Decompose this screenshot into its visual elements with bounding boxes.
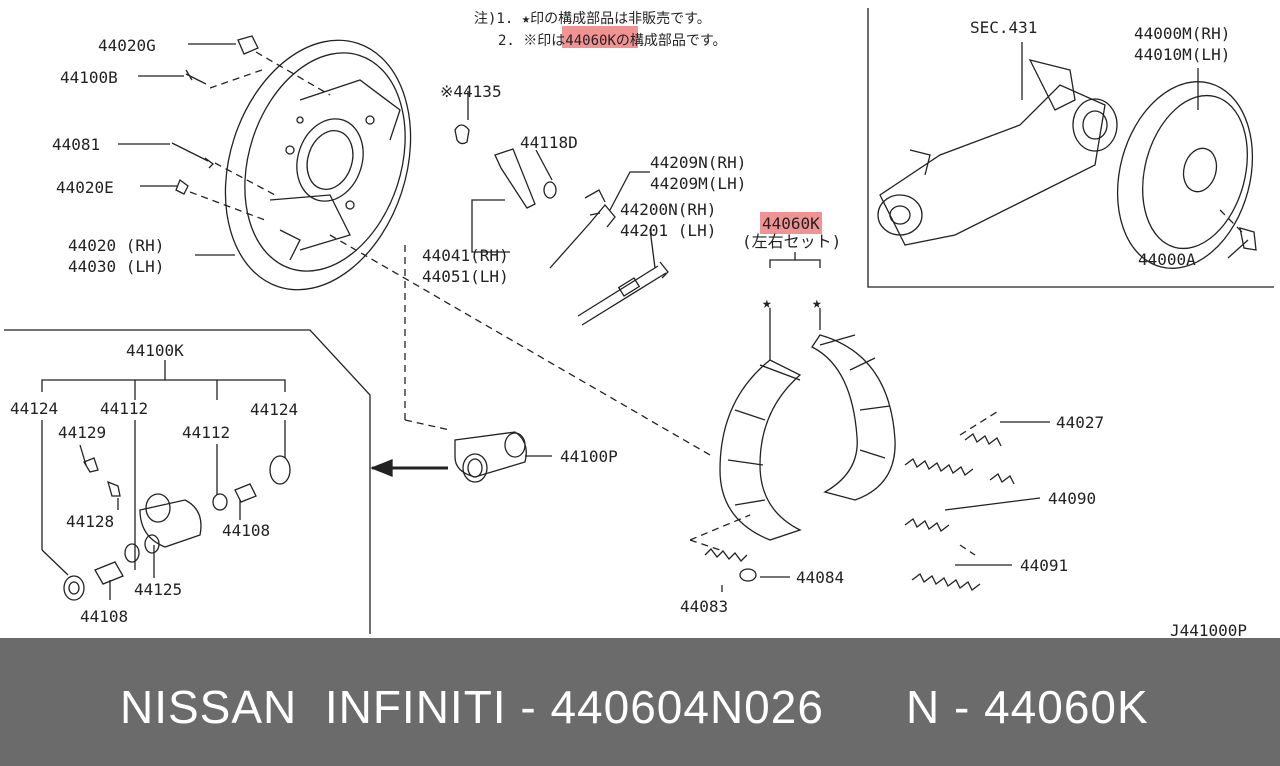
label-44100K[interactable]: 44100K xyxy=(126,341,184,360)
exploded-view-drawing: 注)1. ★印の構成部品は非販売です。 2. ※印は44060Kの構成部品です。… xyxy=(4,8,1274,640)
label-44209M[interactable]: 44209M(LH) xyxy=(650,174,746,193)
label-44027[interactable]: 44027 xyxy=(1056,413,1104,432)
label-44129[interactable]: 44129 xyxy=(58,423,106,442)
parts-notes: 注)1. ★印の構成部品は非販売です。 2. ※印は44060Kの構成部品です。 xyxy=(474,11,726,49)
label-44060K-set: (左右セット) xyxy=(742,232,841,251)
label-44135[interactable]: ※44135 xyxy=(440,82,502,101)
label-44112-right[interactable]: 44112 xyxy=(182,423,230,442)
oem-part-number: NISSAN INFINITI - 440604N026 xyxy=(120,681,824,733)
label-44128[interactable]: 44128 xyxy=(66,512,114,531)
label-44081[interactable]: 44081 xyxy=(52,135,100,154)
label-44108-right[interactable]: 44108 xyxy=(222,521,270,540)
label-44020[interactable]: 44020 (RH) xyxy=(68,236,164,255)
label-44091[interactable]: 44091 xyxy=(1020,556,1068,575)
label-44112-left[interactable]: 44112 xyxy=(100,399,148,418)
label-44030[interactable]: 44030 (LH) xyxy=(68,257,164,276)
label-44090[interactable]: 44090 xyxy=(1048,489,1096,508)
label-44125[interactable]: 44125 xyxy=(134,580,182,599)
label-44000A[interactable]: 44000A xyxy=(1138,250,1196,269)
label-44041[interactable]: 44041(RH) xyxy=(422,246,509,265)
label-44100B[interactable]: 44100B xyxy=(60,68,118,87)
label-44100P[interactable]: 44100P xyxy=(560,447,618,466)
inset-frame xyxy=(867,8,1274,288)
label-44118D[interactable]: 44118D xyxy=(520,133,578,152)
label-44200N[interactable]: 44200N(RH) xyxy=(620,200,716,219)
label-44209N[interactable]: 44209N(RH) xyxy=(650,153,746,172)
label-44083[interactable]: 44083 xyxy=(680,597,728,616)
cylinder-kit-parts xyxy=(63,455,291,601)
brake-drum-assembly xyxy=(1116,81,1254,269)
label-44060K[interactable]: 44060K xyxy=(762,214,820,233)
adjuster-parts xyxy=(454,124,669,326)
label-44124-right[interactable]: 44124 xyxy=(250,400,298,419)
svg-text:2. ※印は44060Kの構成部品です。: 2. ※印は44060Kの構成部品です。 xyxy=(498,33,726,49)
wheel-cylinder-inset-frame xyxy=(4,329,371,634)
label-44108-left[interactable]: 44108 xyxy=(80,607,128,626)
label-sec431[interactable]: SEC.431 xyxy=(970,18,1037,37)
bolt-parts xyxy=(171,35,259,195)
label-44201[interactable]: 44201 (LH) xyxy=(620,221,716,240)
wheel-cylinder xyxy=(454,431,527,483)
label-44124-left[interactable]: 44124 xyxy=(10,399,58,418)
backing-plate xyxy=(224,39,412,291)
arrow-icon xyxy=(370,459,393,477)
return-springs xyxy=(704,433,1015,591)
label-44084[interactable]: 44084 xyxy=(796,568,844,587)
label-44000M[interactable]: 44000M(RH) xyxy=(1134,24,1230,43)
kit-part-number: N - 44060K xyxy=(906,681,1149,733)
note-highlight xyxy=(562,26,638,48)
kit-highlight xyxy=(760,212,822,234)
diagram-code: J441000P xyxy=(1170,621,1247,638)
rear-axle-assembly xyxy=(877,59,1118,246)
construction-lines xyxy=(189,51,1246,556)
label-44010M[interactable]: 44010M(LH) xyxy=(1134,45,1230,64)
label-44051[interactable]: 44051(LH) xyxy=(422,267,509,286)
brake-shoes xyxy=(719,334,896,541)
parts-diagram: 注)1. ★印の構成部品は非販売です。 2. ※印は44060Kの構成部品です。… xyxy=(4,8,1274,640)
part-number-banner: NISSAN INFINITI - 440604N026 N - 44060K xyxy=(0,638,1280,766)
part-labels: 44020G 44100B 44081 44020E 44020 (RH) 44… xyxy=(10,18,1247,640)
label-44020E[interactable]: 44020E xyxy=(56,178,114,197)
star-right: ★ xyxy=(812,293,822,312)
label-44020G[interactable]: 44020G xyxy=(98,36,156,55)
star-left: ★ xyxy=(762,293,772,312)
svg-text:注)1. ★印の構成部品は非販売です。: 注)1. ★印の構成部品は非販売です。 xyxy=(474,11,711,27)
